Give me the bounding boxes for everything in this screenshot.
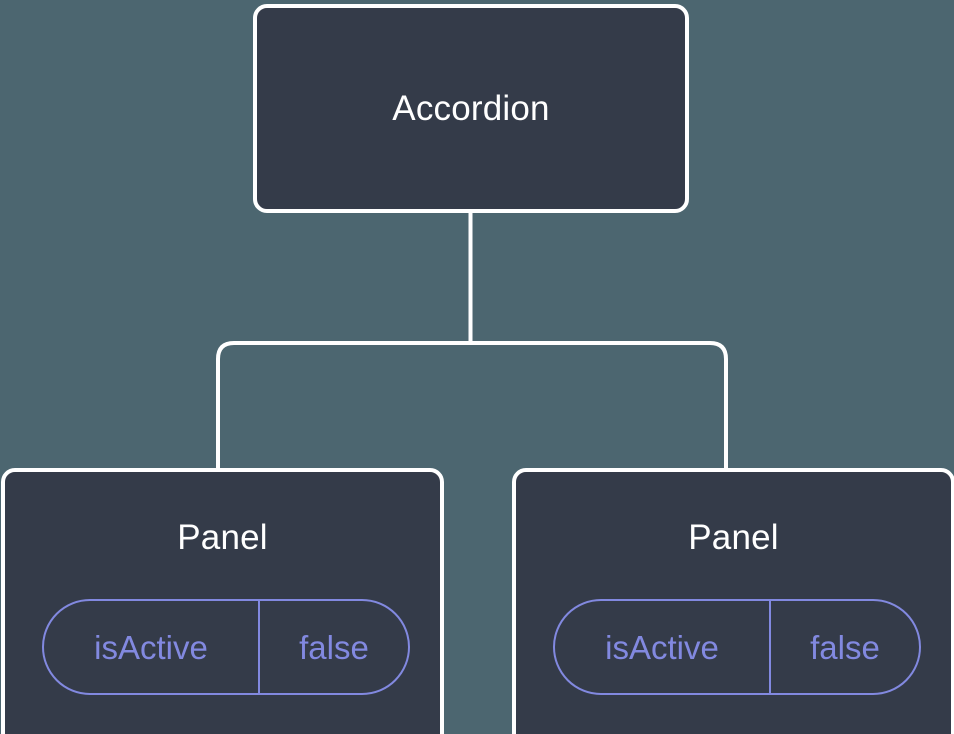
node-panel-1[interactable]: Panel isActive false	[1, 468, 444, 734]
edge-branch-right	[470, 341, 728, 472]
prop-key-is-active-2: isActive	[555, 601, 771, 693]
node-panel-2-label: Panel	[688, 518, 779, 557]
prop-pill-is-active-1[interactable]: isActive false	[42, 599, 410, 695]
prop-value-is-active-1: false	[299, 628, 369, 666]
node-accordion-label: Accordion	[392, 89, 550, 128]
prop-pill-is-active-2[interactable]: isActive false	[553, 599, 921, 695]
edge-branch-left	[216, 341, 470, 472]
node-panel-2[interactable]: Panel isActive false	[512, 468, 954, 734]
prop-value-is-active-2: false	[810, 628, 880, 666]
prop-key-is-active-1: isActive	[44, 601, 260, 693]
node-panel-1-label: Panel	[177, 518, 268, 557]
node-accordion[interactable]: Accordion	[253, 4, 689, 213]
